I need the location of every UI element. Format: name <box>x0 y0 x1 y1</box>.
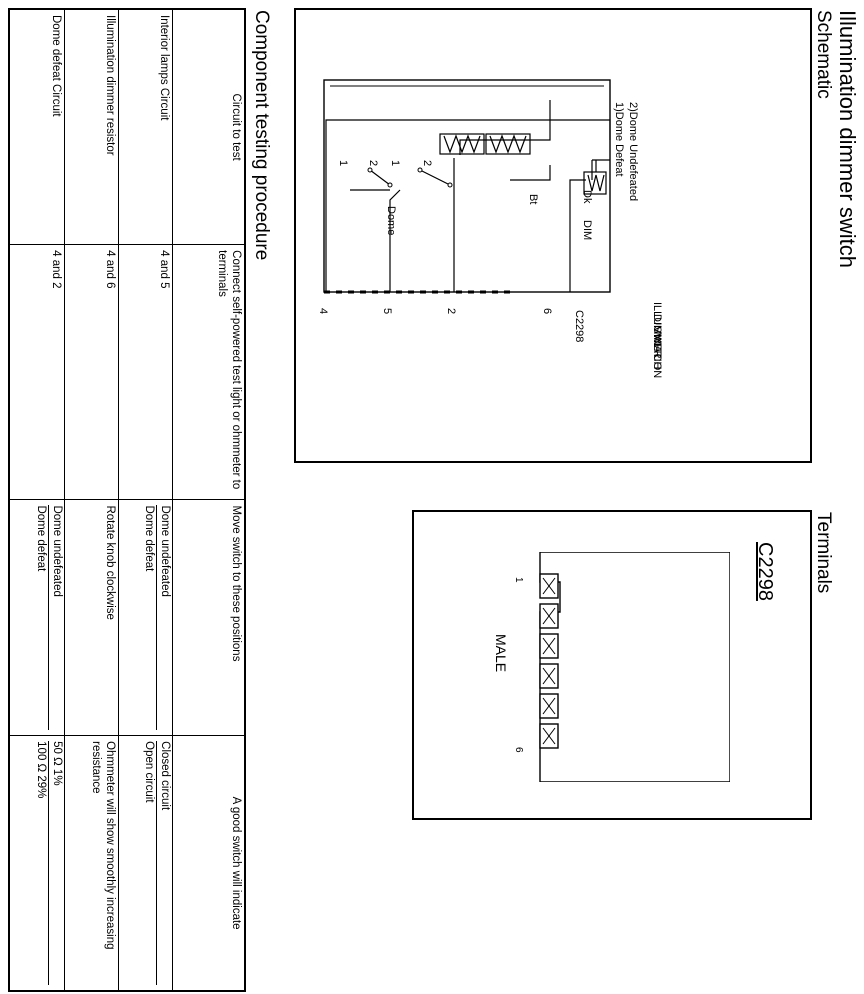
switch-name-line-2: DIMMER <box>651 314 663 359</box>
header-move: Move switch to these positions <box>173 499 245 736</box>
cell-results: Ohmmeter will show smoothly increasing r… <box>64 735 119 991</box>
schematic-diagram: 1)Dome Defeat 2)Dome Undefeated ILLUMINA… <box>317 79 663 378</box>
switch-contacts <box>367 167 453 188</box>
cell-circuit: Illumination dimmer resistor <box>64 9 119 245</box>
terminals-connector-label: C2298 <box>754 542 776 601</box>
label-dim: DIM <box>581 220 593 240</box>
connector-pin <box>539 723 559 749</box>
result-item: Open circuit <box>140 741 157 985</box>
switch-housing <box>323 79 611 293</box>
cell-terminals: 4 and 5 <box>118 244 173 500</box>
table-row: Dome defeat Circuit 4 and 2 Dome undefea… <box>9 9 65 991</box>
result-item: 50 Ω 1% <box>51 741 64 786</box>
schematic-heading: Schematic <box>813 10 834 99</box>
cell-terminals: 4 and 6 <box>64 244 119 500</box>
switch-name-line-3: SWITCH <box>651 326 663 369</box>
position-item: Dome defeat <box>32 505 49 731</box>
header-connect: Connect self-powered test light or ohmme… <box>173 244 245 500</box>
connector-housing <box>539 552 730 782</box>
cell-positions: Dome undefeated Dome defeat <box>118 499 173 736</box>
connector-pin <box>539 663 559 689</box>
connector-pin <box>539 573 559 599</box>
position-item: Dome defeat <box>140 505 157 731</box>
cell-positions: Rotate knob clockwise <box>64 499 119 736</box>
pin-first-label: 1 <box>513 577 524 583</box>
header-circuit: Circuit to test <box>173 9 245 245</box>
table-row: Illumination dimmer resistor 4 and 6 Rot… <box>64 9 119 991</box>
schematic-box: 1)Dome Defeat 2)Dome Undefeated ILLUMINA… <box>294 8 812 463</box>
schematic-wiring <box>325 100 611 292</box>
result-item: 100 Ω 29% <box>32 741 49 985</box>
cell-terminals: 4 and 2 <box>9 244 65 500</box>
position-item: Dome undefeated <box>51 505 64 597</box>
cell-results: Closed circuit Open circuit <box>118 735 173 991</box>
connector-pin <box>539 603 559 629</box>
terminals-heading: Terminals <box>813 512 834 594</box>
terminal-6-label: 6 <box>541 308 553 314</box>
switch-pos-1-lower: 1 <box>337 160 349 166</box>
resistor-coils-icon <box>439 133 531 155</box>
header-result: A good switch will indicate <box>173 735 245 991</box>
label-dk: Dk <box>581 190 593 204</box>
cell-results: 50 Ω 1% 100 Ω 29% <box>9 735 65 991</box>
terminal-4-label: 4 <box>317 308 329 314</box>
table-header-row: Circuit to test Connect self-powered tes… <box>173 9 245 991</box>
pin-last-label: 6 <box>513 747 524 753</box>
terminal-5-label: 5 <box>381 308 393 314</box>
switch-pos-2-upper: 2 <box>421 160 433 166</box>
connector-gender: MALE <box>493 634 509 672</box>
procedure-heading: Component testing procedure <box>251 10 272 261</box>
procedure-table: Circuit to test Connect self-powered tes… <box>8 8 246 992</box>
schematic-connector-label: C2298 <box>573 310 585 342</box>
legend-dome-undefeated: 2)Dome Undefeated <box>627 102 639 201</box>
page-title: Illumination dimmer switch <box>835 10 860 268</box>
cell-circuit: Dome defeat Circuit <box>9 9 65 245</box>
dimmer-rheostat-icon <box>583 160 607 195</box>
switch-pos-2-lower: 2 <box>367 160 379 166</box>
terminals-box: C2298 MALE 1 6 <box>412 510 812 820</box>
label-dome: Dome <box>385 206 397 235</box>
switch-name-line-1: ILLUMINATION <box>651 302 663 378</box>
label-bt: Bt <box>527 194 539 204</box>
connector-pin <box>539 633 559 659</box>
connector-drawing: MALE 1 6 <box>493 552 730 782</box>
connector-pins <box>539 573 559 749</box>
cell-circuit: Interior lamps Circuit <box>118 9 173 245</box>
result-item: Closed circuit <box>159 741 172 811</box>
legend-dome-defeat: 1)Dome Defeat <box>613 102 625 177</box>
position-item: Dome undefeated <box>159 505 172 597</box>
cell-positions: Dome undefeated Dome defeat <box>9 499 65 736</box>
table-row: Interior lamps Circuit 4 and 5 Dome unde… <box>118 9 173 991</box>
terminal-2-label: 2 <box>445 308 457 314</box>
switch-pos-1-upper: 1 <box>389 160 401 166</box>
connector-pin <box>539 693 559 719</box>
